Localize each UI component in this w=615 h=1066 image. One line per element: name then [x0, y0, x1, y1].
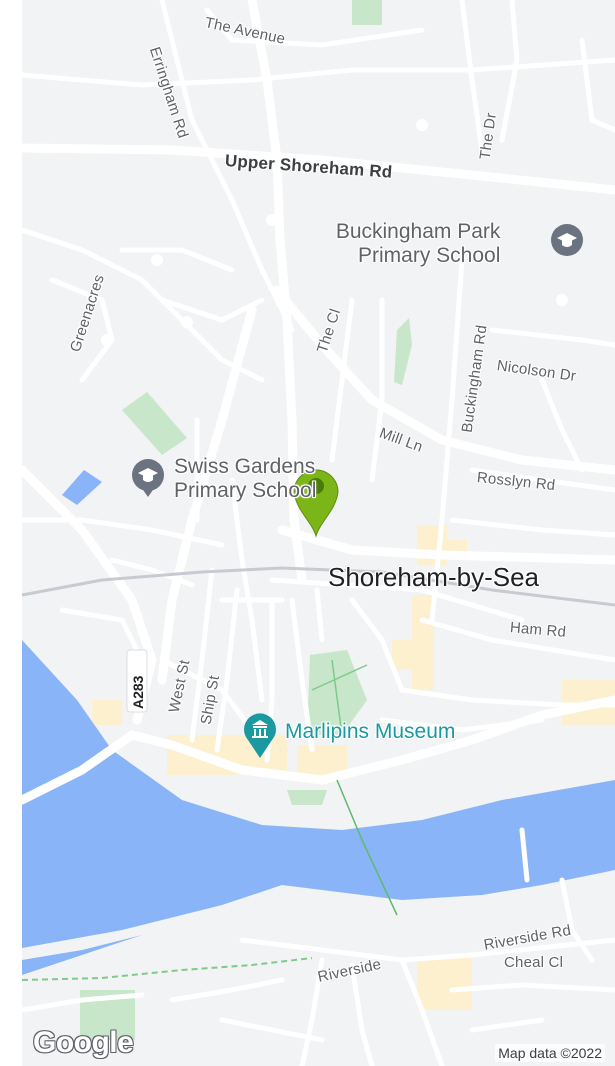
- map-canvas[interactable]: A283: [22, 0, 615, 1066]
- poi-label-line: Buckingham Park: [335, 220, 501, 243]
- water: [22, 470, 615, 975]
- museum-icon[interactable]: [244, 713, 276, 758]
- bridge-path: [336, 779, 398, 916]
- poi-label-buckingham-park-school[interactable]: Buckingham Park Primary School: [325, 220, 501, 268]
- poi-label-line: Primary School: [358, 244, 501, 267]
- school-icon[interactable]: [551, 224, 583, 256]
- railway: [22, 566, 615, 607]
- map-attribution[interactable]: Map data ©2022: [495, 1044, 605, 1062]
- route-shield: A283: [126, 649, 148, 713]
- poi-label-swiss-gardens-school[interactable]: Swiss Gardens Primary School: [174, 455, 316, 503]
- school-icon[interactable]: [132, 459, 164, 497]
- poi-label-line: Swiss Gardens: [174, 455, 316, 478]
- road-label-cheal-cl: Cheal Cl: [504, 954, 564, 971]
- town-label: Shoreham-by-Sea: [328, 562, 539, 592]
- footpath: [22, 957, 313, 981]
- map-view[interactable]: A283: [22, 0, 615, 1066]
- poi-label-marlipins-museum[interactable]: Marlipins Museum: [285, 720, 456, 743]
- google-logo[interactable]: Google: [33, 1026, 134, 1059]
- poi-label-line: Primary School: [174, 479, 317, 502]
- route-shield-label: A283: [130, 675, 146, 709]
- map-pin-icon[interactable]: [293, 469, 339, 538]
- park-path: [311, 659, 368, 736]
